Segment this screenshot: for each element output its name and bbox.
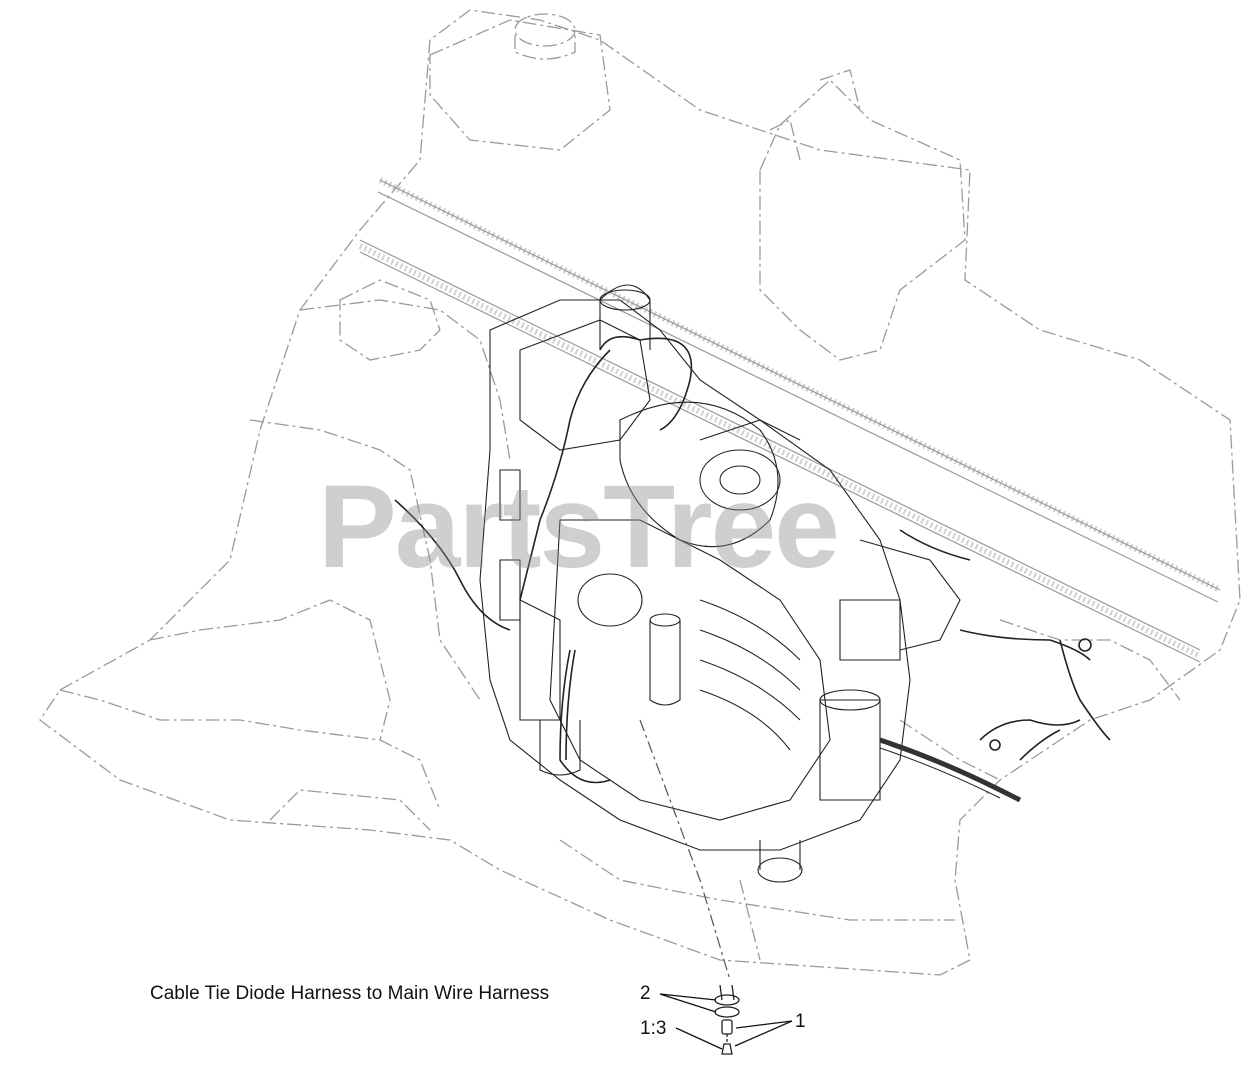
phantom-leader [639,719,731,981]
cable-tie-description: Cable Tie Diode Harness to Main Wire Har… [150,983,550,1004]
engine-block [479,284,961,883]
callout-1: 1 [795,1011,806,1032]
diode-part [721,1019,733,1055]
cable-tie-part [714,984,740,1018]
slotted-rails [358,177,1222,663]
frame-outline [39,9,1241,976]
callout-2: 2 [640,983,651,1004]
callout-1-3: 1:3 [640,1018,667,1039]
callout-leaders [659,993,793,1050]
wire-harnesses [394,335,1111,803]
watermark: PartsTree [318,461,840,593]
